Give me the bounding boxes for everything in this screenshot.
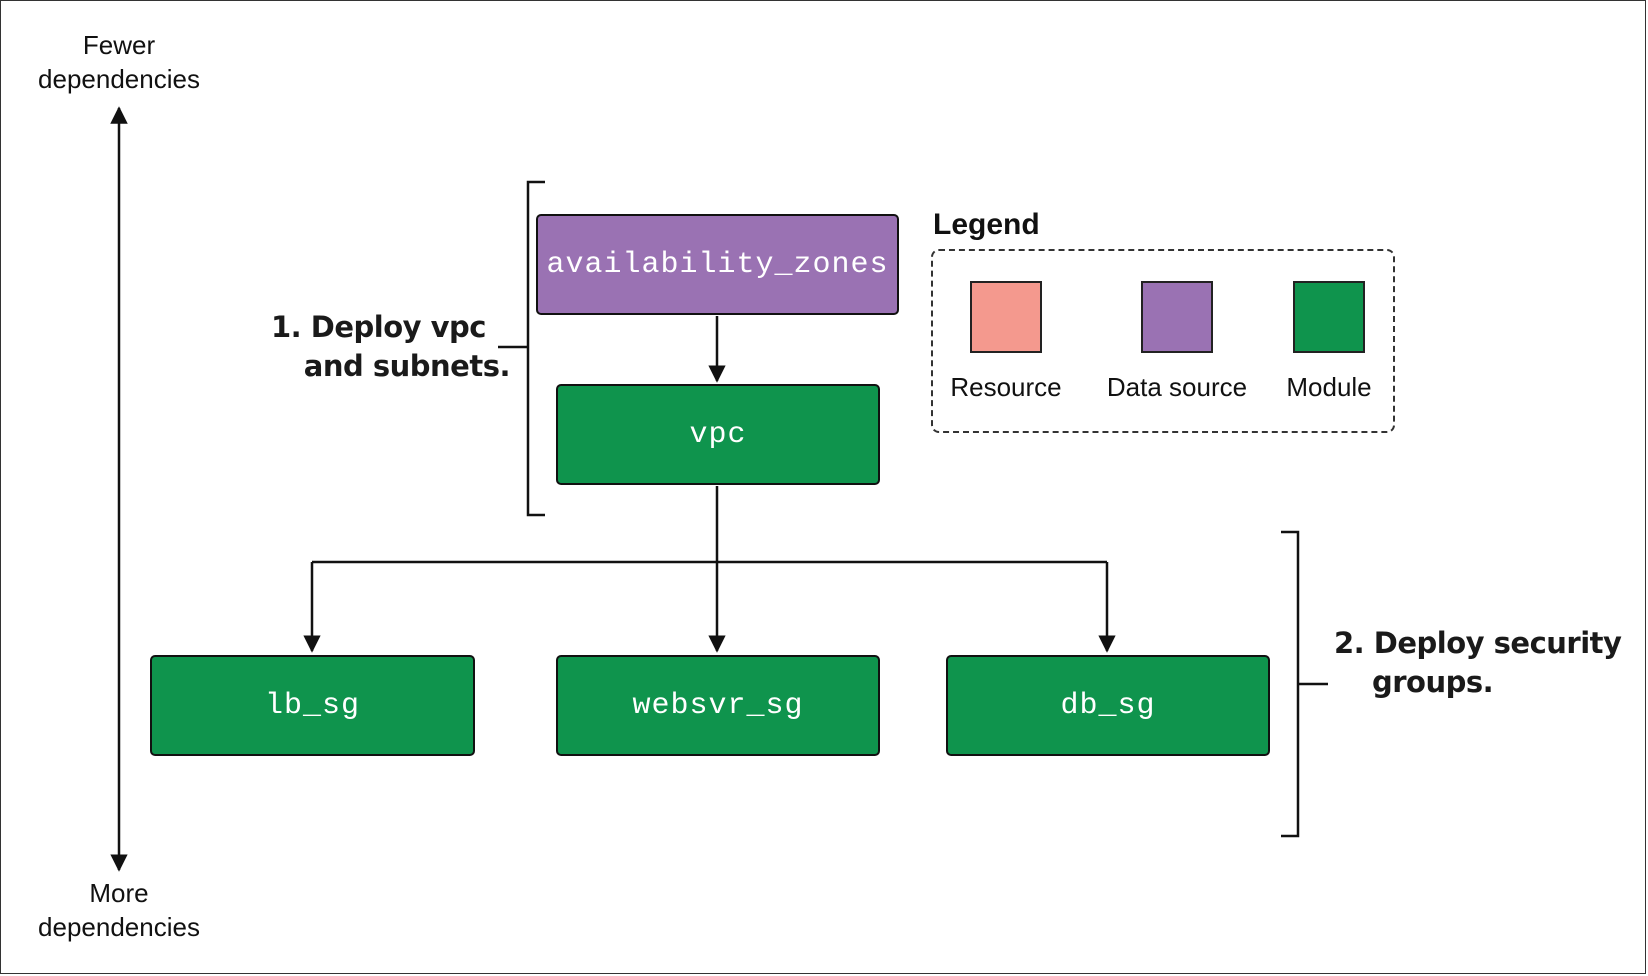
node-availability-zones-label: availability_zones — [546, 247, 889, 282]
legend-resource-label: Resource — [950, 372, 1062, 402]
node-lb-sg-label: lb_sg — [264, 688, 360, 723]
step1-label-line2: and subnets. — [303, 349, 511, 383]
step1-label-line1: 1. Deploy vpc — [270, 310, 487, 344]
step2-label-line2: groups. — [1372, 665, 1494, 699]
legend-module-swatch — [1293, 281, 1365, 353]
axis-top-label-line2: dependencies — [38, 64, 200, 94]
step2-bracket — [1281, 530, 1300, 838]
step2-label: 2. Deploy security groups. — [1334, 624, 1644, 702]
legend-title: Legend — [933, 208, 1040, 241]
node-vpc: vpc — [556, 384, 880, 485]
node-vpc-label: vpc — [689, 417, 747, 452]
node-availability-zones: availability_zones — [536, 214, 899, 315]
step1-label: 1. Deploy vpc and subnets. — [240, 308, 511, 386]
step2-label-line1: 2. Deploy security — [1334, 626, 1622, 660]
node-lb-sg: lb_sg — [150, 655, 475, 756]
node-websvr-sg: websvr_sg — [556, 655, 880, 756]
legend-data-source-swatch — [1141, 281, 1213, 353]
node-db-sg: db_sg — [946, 655, 1270, 756]
step1-bracket — [526, 180, 545, 517]
axis-top-label: Fewer dependencies — [9, 28, 229, 96]
node-websvr-sg-label: websvr_sg — [632, 688, 804, 723]
legend-module-label: Module — [1286, 372, 1372, 402]
legend-resource-swatch — [970, 281, 1042, 353]
node-db-sg-label: db_sg — [1060, 688, 1156, 723]
axis-bottom-label: More dependencies — [9, 876, 229, 944]
legend-box — [931, 249, 1395, 433]
legend-data-source-label: Data source — [1106, 372, 1248, 402]
axis-bottom-label-line1: More — [89, 878, 149, 908]
axis-top-label-line1: Fewer — [82, 30, 156, 60]
axis-bottom-label-line2: dependencies — [38, 912, 200, 942]
